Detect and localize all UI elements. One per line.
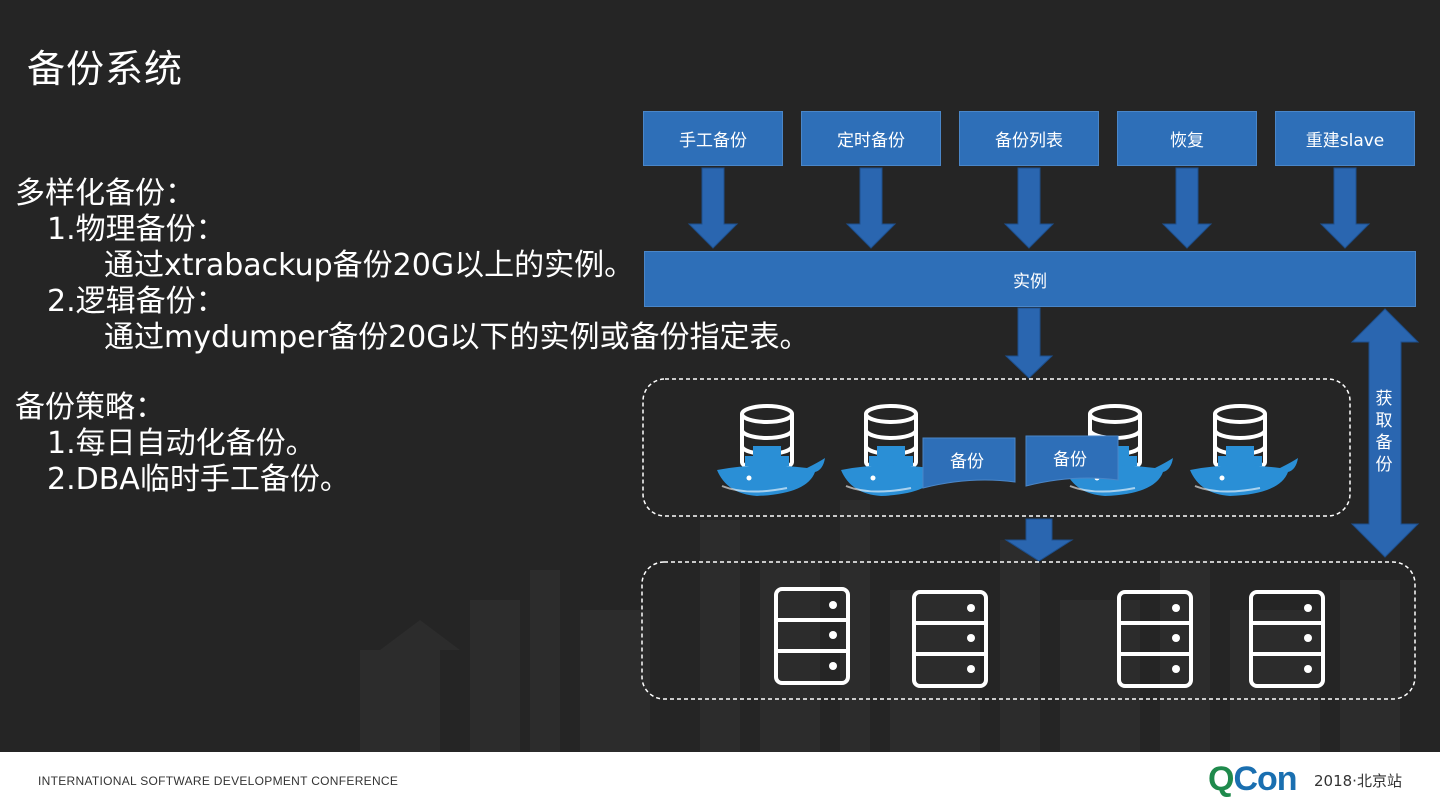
qcon-logo: QCon: [1208, 760, 1298, 799]
backup-doc-1: [922, 437, 1016, 489]
qcon-logo-q: Q: [1208, 760, 1234, 798]
op-restore: 恢复: [1117, 111, 1257, 166]
event-label: 2018·北京站: [1314, 772, 1402, 790]
arrow-backup-list: [1004, 167, 1054, 249]
bullet-dba-manual-backup: 2.DBA临时手工备份。: [47, 462, 350, 497]
bullet-logical-backup-detail: 通过mydumper备份20G以下的实例或备份指定表。: [104, 320, 810, 355]
op-backup-list: 备份列表: [959, 111, 1099, 166]
bullet-heading-diverse-backup: 多样化备份：: [15, 176, 195, 211]
bullet-logical-backup: 2.逻辑备份：: [47, 284, 226, 319]
backup-doc-label-2: 备份: [1053, 450, 1087, 470]
arrow-restore: [1162, 167, 1212, 249]
fetch-backup-label: 获取备份: [1375, 389, 1393, 475]
arrow-instance-to-docker: [1004, 307, 1054, 379]
docker-group-box: [642, 378, 1351, 517]
docker-db-icon: [715, 404, 827, 498]
slide-title: 备份系统: [27, 47, 184, 91]
bullet-physical-backup-detail: 通过xtrabackup备份20G以上的实例。: [104, 248, 635, 283]
arrow-rebuild-slave: [1320, 167, 1370, 249]
fetch-backup-arrow: [1350, 308, 1420, 558]
bullet-physical-backup: 1.物理备份：: [47, 212, 226, 247]
conference-name: INTERNATIONAL SOFTWARE DEVELOPMENT CONFE…: [38, 774, 399, 788]
arrow-docker-to-storage: [1004, 518, 1074, 562]
instance-box: 实例: [644, 251, 1416, 307]
architecture-diagram: [641, 167, 1420, 700]
server-storage-icon: [912, 590, 988, 688]
bullet-daily-auto-backup: 1.每日自动化备份。: [47, 426, 316, 461]
footer: INTERNATIONAL SOFTWARE DEVELOPMENT CONFE…: [0, 752, 1440, 810]
op-scheduled-backup: 定时备份: [801, 111, 941, 166]
server-storage-icon: [1249, 590, 1325, 688]
op-manual-backup: 手工备份: [643, 111, 783, 166]
bullet-heading-backup-policy: 备份策略：: [15, 390, 165, 425]
op-rebuild-slave: 重建slave: [1275, 111, 1415, 166]
docker-db-icon: [1188, 404, 1300, 498]
server-storage-icon: [1117, 590, 1193, 688]
qcon-logo-con: Con: [1233, 760, 1297, 798]
skyline-background: [0, 0, 1440, 752]
storage-group-box: [641, 561, 1416, 700]
bullet-list: 多样化备份： 1.物理备份： 通过xtrabackup备份20G以上的实例。 2…: [15, 176, 810, 498]
server-storage-icon: [774, 587, 850, 685]
arrow-scheduled-backup: [846, 167, 896, 249]
arrow-manual-backup: [688, 167, 738, 249]
slide: 备份系统 多样化备份： 1.物理备份： 通过xtrabackup备份20G以上的…: [0, 0, 1440, 752]
backup-doc-label-1: 备份: [950, 452, 984, 472]
backup-doc-2: [1025, 435, 1119, 487]
